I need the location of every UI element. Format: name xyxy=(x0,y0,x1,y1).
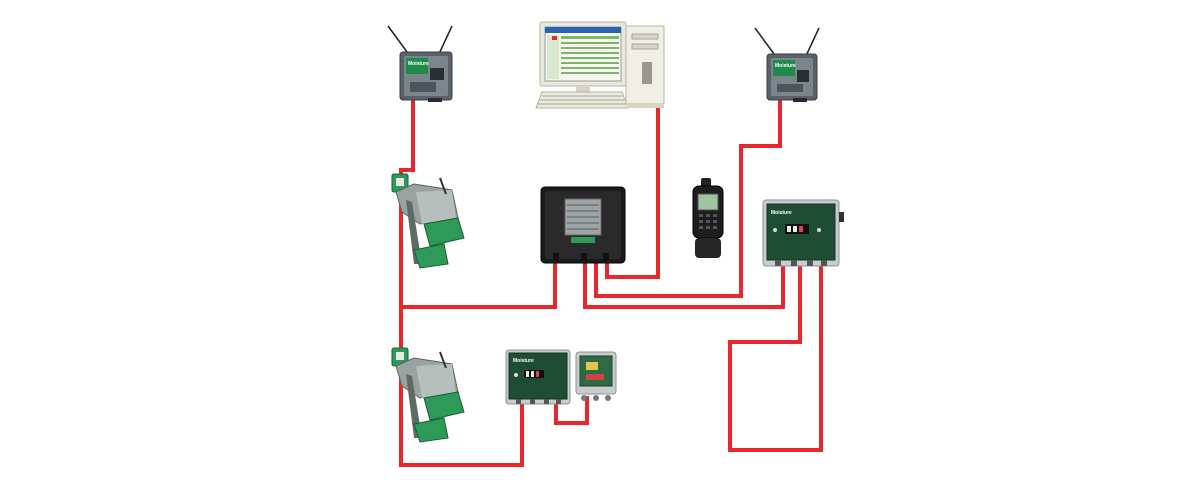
radio-modem-left[interactable]: Moisture xyxy=(388,26,452,102)
brand-label: Moisture xyxy=(775,63,796,69)
control-unit-small[interactable]: Moisture xyxy=(506,350,570,404)
cable-controller-to-control-unit xyxy=(585,262,783,307)
pc-workstation[interactable] xyxy=(536,22,664,108)
handheld-terminal[interactable] xyxy=(693,178,723,258)
brand-label: Moisture xyxy=(513,358,534,364)
central-controller[interactable] xyxy=(541,187,625,263)
control-unit-large[interactable]: Moisture xyxy=(763,200,844,266)
junction-box[interactable] xyxy=(576,352,616,401)
brand-label: Moisture xyxy=(408,61,429,67)
radio-modem-right[interactable]: Moisture xyxy=(755,28,819,102)
cable-bus-to-controller xyxy=(401,262,555,307)
cable-control-unit-loop xyxy=(730,263,821,450)
brand-label: Moisture xyxy=(771,210,792,216)
cable-network xyxy=(401,100,821,465)
cable-radio-left-to-feeder-upper xyxy=(401,100,413,185)
